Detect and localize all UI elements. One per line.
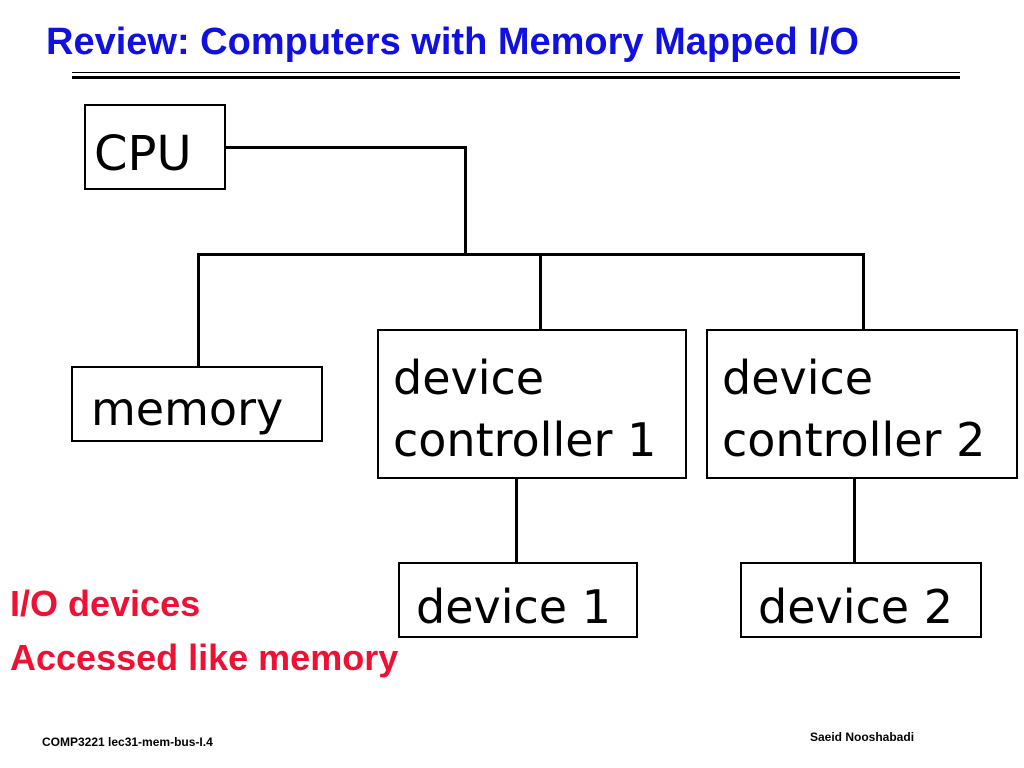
device1-label: device 1 xyxy=(416,580,611,634)
controller2-device2-line xyxy=(853,476,856,564)
title-rule-thin xyxy=(72,72,960,73)
title-rule-thick xyxy=(72,76,960,79)
device2-label: device 2 xyxy=(758,580,953,634)
device2-box: device 2 xyxy=(740,562,982,638)
memory-box: memory xyxy=(71,366,323,442)
controller2-label-line1: device xyxy=(722,351,874,405)
note-accessed-like-memory: Accessed like memory xyxy=(10,637,399,678)
controller1-box: device controller 1 xyxy=(377,329,687,479)
bus-memory-line xyxy=(197,253,200,368)
cpu-label: CPU xyxy=(94,126,192,182)
device1-box: device 1 xyxy=(398,562,638,638)
cpu-bus-horizontal-line xyxy=(224,146,467,149)
memory-label: memory xyxy=(91,382,284,436)
bus-controller1-line xyxy=(539,253,542,331)
footer-author: Saeid Nooshabadi xyxy=(810,730,915,744)
note-io-devices: I/O devices xyxy=(10,583,201,624)
controller1-label-line2: controller 1 xyxy=(393,413,657,467)
cpu-box: CPU xyxy=(84,104,226,190)
slide-title: Review: Computers with Memory Mapped I/O xyxy=(46,21,859,63)
bus-line xyxy=(197,253,865,256)
controller2-label-line2: controller 2 xyxy=(722,413,986,467)
footer-course-label: COMP3221 lec31-mem-bus-I.4 xyxy=(42,735,213,749)
controller1-label-line1: device xyxy=(393,351,545,405)
bus-controller2-line xyxy=(862,253,865,331)
controller1-device1-line xyxy=(515,476,518,564)
controller2-box: device controller 2 xyxy=(706,329,1018,479)
cpu-bus-vertical-line xyxy=(464,146,467,256)
